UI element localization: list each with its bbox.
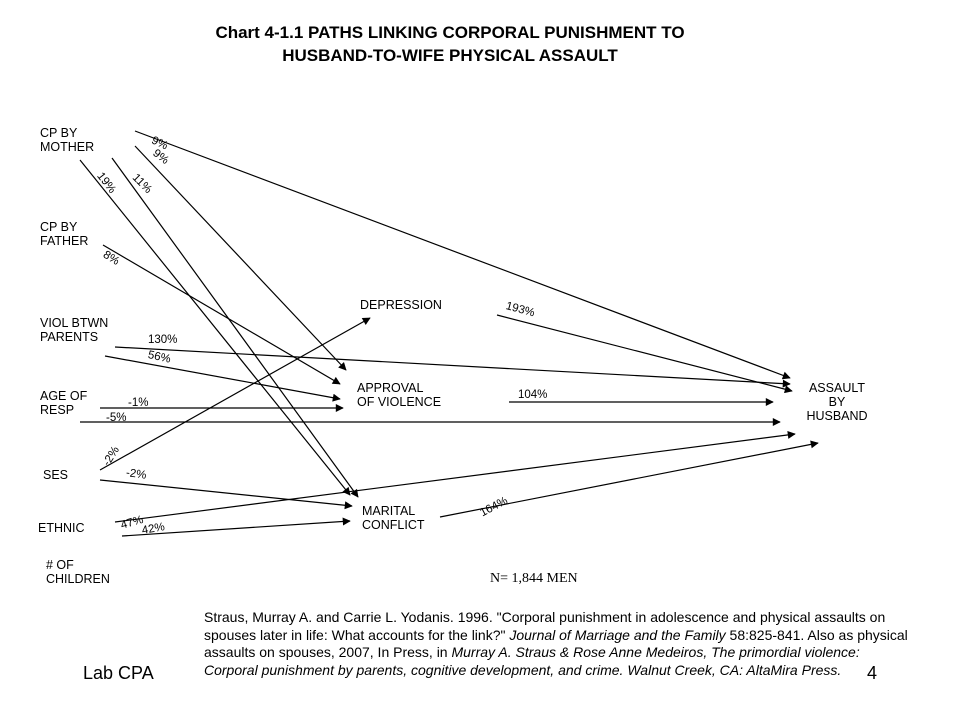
path-label: -1%	[128, 397, 149, 409]
chart-title-line1: Chart 4-1.1 PATHS LINKING CORPORAL PUNIS…	[215, 23, 685, 42]
node-line: ASSAULT	[808, 381, 866, 395]
path-label: 104%	[518, 389, 548, 401]
node-line: OF VIOLENCE	[357, 395, 442, 409]
node-line: PARENTS	[40, 330, 99, 344]
node-line: BY	[828, 395, 846, 409]
arrow-father-approval	[102, 244, 341, 385]
arrow-ethnic-marital	[121, 517, 351, 537]
node-age-of-resp: AGE OF RESP	[40, 389, 87, 417]
citation-book: Murray A. Straus & Rose Anne Medeiros, T…	[204, 644, 860, 678]
node-ses: SES	[43, 468, 68, 482]
node-ethnic: ETHNIC	[38, 521, 85, 535]
node-line: ETHNIC	[38, 521, 85, 535]
node-viol-btwn-parents: VIOL BTWN PARENTS	[40, 316, 108, 344]
arrow-ethnic-assault	[114, 430, 796, 523]
node-line: # OF	[46, 558, 74, 572]
chart-title-line2: HUSBAND-TO-WIFE PHYSICAL ASSAULT	[282, 46, 618, 65]
node-line: MOTHER	[40, 140, 95, 154]
path-label: -5%	[106, 412, 127, 424]
node-line: DEPRESSION	[360, 298, 442, 312]
arrow-mother-approval	[134, 145, 347, 371]
node-depression: DEPRESSION	[360, 298, 442, 312]
page-number: 4	[867, 663, 878, 683]
node-line: SES	[43, 468, 69, 482]
arrow-marital-assault	[439, 440, 819, 518]
node-cp-by-father: CP BY FATHER	[40, 220, 88, 248]
arrow-viol-approval	[104, 355, 341, 402]
node-line: AGE OF	[40, 389, 88, 403]
arrow-mother-marital	[111, 157, 359, 498]
arrow-viol-assault	[114, 346, 791, 388]
node-line: MARITAL	[362, 504, 416, 518]
node-line: CONFLICT	[362, 518, 425, 532]
sample-size-label: N= 1,844 MEN	[490, 571, 578, 586]
arrow-mother-assault	[134, 130, 791, 380]
node-cp-by-mother: CP BY MOTHER	[40, 126, 94, 154]
node-line: VIOL BTWN	[40, 316, 109, 330]
arrow-ses-depression	[99, 317, 371, 471]
node-marital-conflict: MARITAL CONFLICT	[362, 504, 425, 532]
node-line: CHILDREN	[46, 572, 110, 586]
node-approval-of-violence: APPROVAL OF VIOLENCE	[357, 381, 441, 409]
arrow-ses-marital	[99, 479, 353, 510]
node-line: RESP	[40, 403, 75, 417]
node-line: CP BY	[40, 220, 78, 234]
path-label: 130%	[148, 334, 178, 346]
node-line: FATHER	[40, 234, 89, 248]
node-line: CP BY	[40, 126, 78, 140]
citation-journal: Journal of Marriage and the Family	[509, 626, 726, 643]
citation-part2: 58:825-841. Also as physical assaults on…	[204, 626, 908, 661]
citation: Straus, Murray A. and Carrie L. Yodanis.…	[204, 609, 914, 679]
citation-part1: Straus, Murray A. and Carrie L. Yodanis.…	[204, 609, 886, 643]
node-num-children: # OF CHILDREN	[46, 558, 110, 586]
node-line: HUSBAND	[806, 409, 868, 423]
arrow-depression-assault	[496, 314, 793, 394]
node-line: APPROVAL	[357, 381, 424, 395]
arrow-mother-assault-2	[79, 159, 351, 496]
node-assault-by-husband: ASSAULT BY HUSBAND	[802, 381, 872, 423]
footer-lab-label: Lab CPA	[83, 663, 154, 683]
